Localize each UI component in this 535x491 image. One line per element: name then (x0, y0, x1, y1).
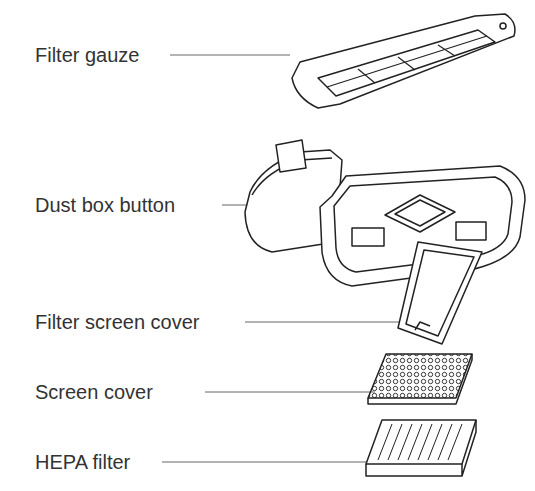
hepa-side (366, 420, 476, 476)
gauze-mesh (318, 30, 495, 96)
filter-gauze (292, 14, 515, 108)
part-name: Filter gauze (35, 43, 140, 67)
leader-line (162, 462, 368, 463)
grid-line (438, 45, 455, 56)
leader-line (205, 392, 375, 393)
inner-part (456, 222, 486, 240)
grid-line (398, 57, 415, 70)
leader-line (170, 55, 290, 56)
part-name: Filter screen cover (35, 310, 200, 334)
grid-line (327, 36, 487, 87)
grid-line (358, 69, 375, 83)
inner-part (352, 228, 384, 246)
part-name: Dust box button (35, 193, 175, 217)
gauze-grid (327, 36, 487, 87)
gauze-tab (500, 23, 506, 29)
screen-mesh (368, 354, 472, 398)
gauze-frame (292, 14, 515, 108)
dust-box (245, 140, 525, 286)
leader-line (245, 322, 418, 323)
filter-screen-cover (398, 242, 482, 344)
pleat (448, 424, 462, 460)
hepa-top (366, 420, 476, 464)
hepa-pleats (378, 424, 462, 460)
cover-inner (406, 250, 474, 336)
hepa-filter (366, 420, 476, 476)
screen-edge (368, 354, 472, 404)
dust-box-button-shape (276, 140, 306, 172)
inner-part (385, 195, 455, 232)
screen-cover (368, 354, 472, 404)
inner-part (395, 200, 445, 226)
cover-flap (398, 242, 482, 344)
part-name: Screen cover (35, 380, 153, 404)
cover-hinge (415, 322, 430, 330)
part-name: HEPA filter (35, 450, 130, 474)
